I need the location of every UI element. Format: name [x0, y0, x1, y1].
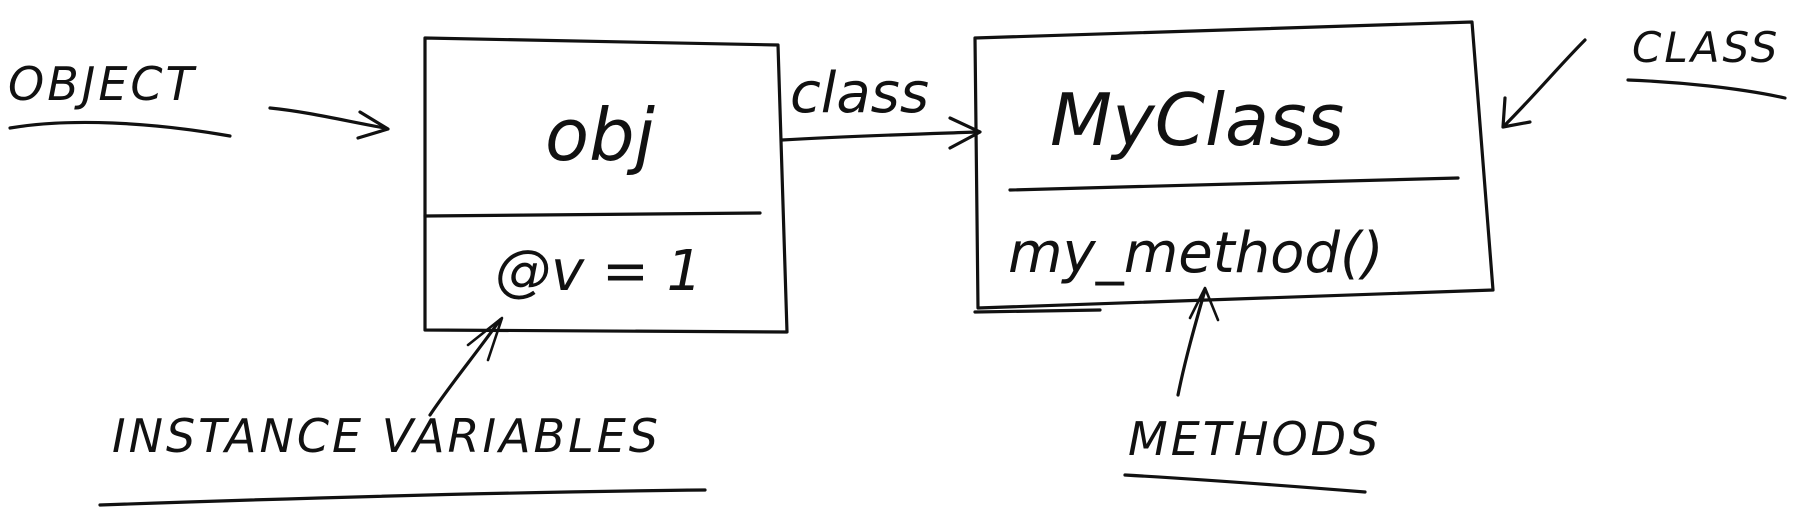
class-link-arrow: [780, 116, 982, 150]
instance-variables-arrow: [428, 316, 504, 417]
class-arrow: [1501, 38, 1587, 129]
method-signature: my_method(): [1008, 221, 1384, 286]
methods-label: METHODS: [1128, 412, 1381, 466]
class-name: MyClass: [1050, 78, 1344, 162]
object-box-divider: [423, 211, 762, 218]
instance-variables-label: INSTANCE VARIABLES: [112, 409, 661, 463]
object-name: obj: [545, 93, 655, 177]
instance-variable-value: @v = 1: [495, 239, 702, 304]
methods-arrow: [1176, 286, 1220, 397]
methods-underline: [1123, 473, 1367, 494]
class-link-label: class: [790, 61, 929, 126]
object-label-underline: [8, 120, 232, 138]
class-label-underline: [1626, 78, 1787, 100]
object-arrow: [268, 106, 390, 140]
object-box: obj @v = 1: [423, 36, 789, 334]
class-box: MyClass my_method(): [973, 20, 1495, 314]
instance-variables-underline: [98, 488, 707, 507]
class-label: CLASS: [1632, 23, 1780, 72]
object-label: OBJECT: [8, 57, 198, 111]
class-box-divider: [1008, 176, 1460, 192]
